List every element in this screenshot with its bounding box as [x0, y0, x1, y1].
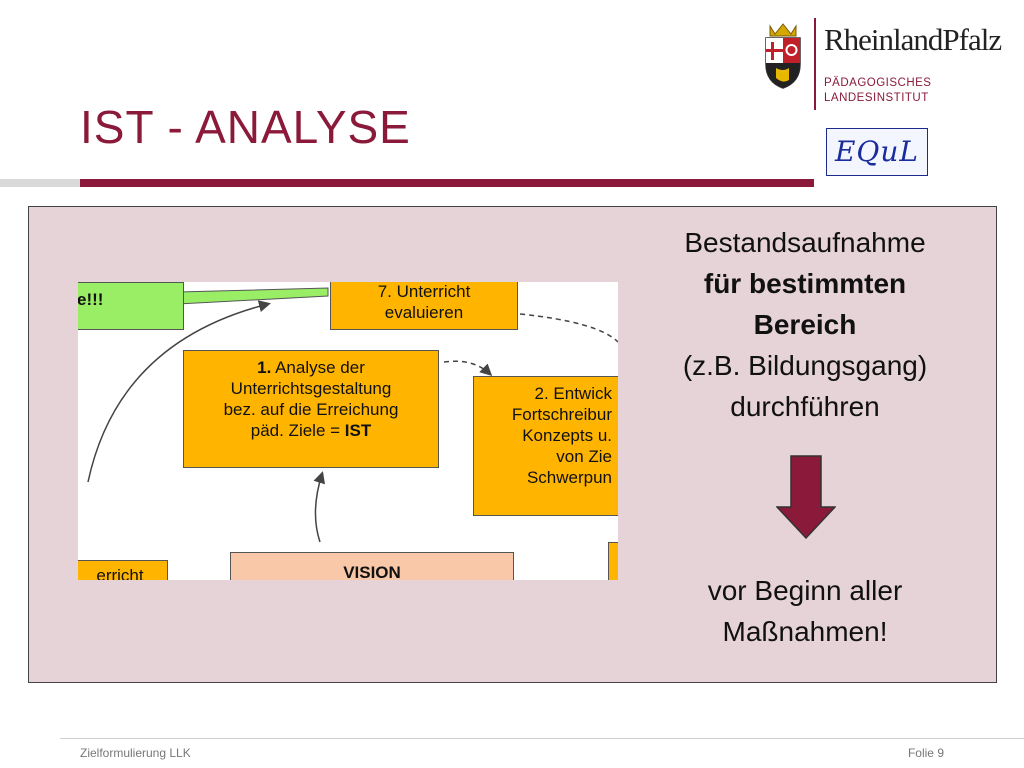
box-line: Fortschreibur: [511, 405, 612, 424]
timing-line: Maßnahmen!: [722, 616, 888, 647]
box-number: 1.: [257, 358, 272, 377]
logo-divider: [814, 18, 816, 110]
box-line: von Zie: [556, 447, 612, 466]
equl-logo: EQuL: [826, 128, 928, 176]
box-line: päd. Ziele =: [250, 421, 345, 440]
rlp-logo: RheinlandPfalz PÄDAGOGISCHES LANDESINSTI…: [758, 14, 1008, 114]
timing-note: vor Beginn aller Maßnahmen!: [630, 570, 980, 652]
timing-line: vor Beginn aller: [707, 575, 903, 606]
box-line: 7. Unterricht: [377, 282, 471, 301]
equl-logo-text: EQuL: [834, 135, 920, 168]
coat-of-arms-icon: [765, 23, 801, 89]
logo-sub-line: LANDESINSTITUT: [824, 92, 929, 104]
diagram-box-development: 2. Entwick Fortschreibur Konzepts u. von…: [473, 376, 618, 516]
description-line: (z.B. Bildungsgang): [682, 350, 928, 381]
diagram-box-analysis: 1. Analyse der Unterrichtsgestaltung bez…: [183, 350, 439, 468]
diagram-box-vision: VISION: [230, 552, 514, 580]
box-line: Unterrichtsgestaltung: [230, 379, 392, 398]
process-diagram-image: e!!! 7. Unterricht evaluieren 1. Analyse…: [78, 282, 618, 580]
box-line: Schwerpun: [526, 468, 612, 487]
box-line: Konzepts u.: [522, 426, 612, 445]
description-text: Bestandsaufnahme für bestimmten Bereich …: [630, 222, 980, 427]
title-underline-grey: [0, 179, 80, 187]
diagram-box-evaluate: 7. Unterricht evaluieren: [330, 282, 518, 330]
description-line-bold: Bereich: [753, 309, 857, 340]
title-underline-red: [80, 179, 814, 187]
box-line: bez. auf die Erreichung: [223, 400, 399, 419]
arrow-down-icon: [776, 455, 836, 539]
logo-wordmark: RheinlandPfalz: [824, 22, 1002, 57]
description-line-bold: für bestimmten: [703, 268, 907, 299]
diagram-box-lesson: erricht: [78, 560, 168, 580]
logo-subtitle: PÄDAGOGISCHES LANDESINSTITUT: [824, 76, 931, 106]
box-line: evaluieren: [384, 303, 464, 322]
description-line: durchführen: [730, 391, 880, 422]
slide-title: IST - ANALYSE: [80, 101, 411, 153]
diagram-box-right-edge: [608, 542, 618, 580]
box-ist: IST: [344, 421, 372, 440]
footer-divider: [60, 738, 1024, 739]
box-line: Analyse der: [271, 358, 365, 377]
diagram-box-green: e!!!: [78, 282, 184, 330]
box-line: 2. Entwick: [534, 384, 612, 403]
description-line: Bestandsaufnahme: [684, 227, 926, 258]
logo-sub-line: PÄDAGOGISCHES: [824, 77, 932, 89]
slide-number: Folie 9: [907, 746, 944, 760]
footer-title: Zielformulierung LLK: [80, 746, 191, 760]
